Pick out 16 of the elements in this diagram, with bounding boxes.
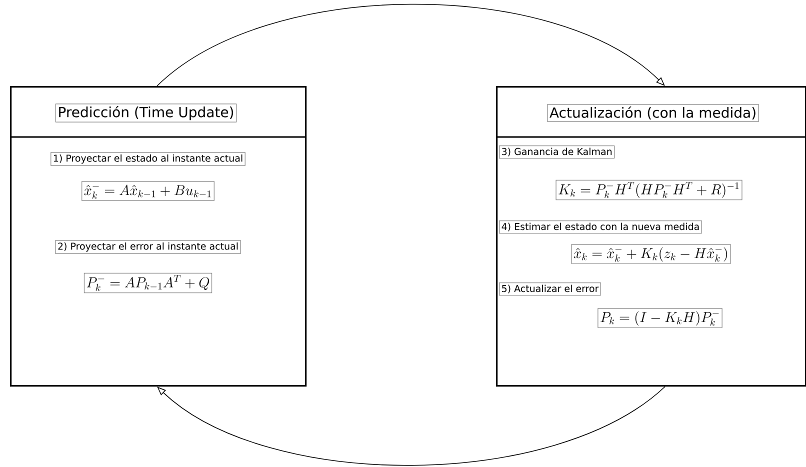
formula-box: $\hat{x}_k = \hat{x}_k^- + K_k(z_k - H\hat{x}_k^-)$ — [571, 244, 731, 264]
formula-box: $P_k^- = AP_{k-1}A^T + Q$ — [84, 272, 212, 294]
step-label: 4) Estimar el estado con la nueva medida — [499, 220, 702, 234]
panel-box — [10, 86, 307, 387]
step-label: 3) Ganancia de Kalman — [499, 145, 615, 159]
curved-arrow — [157, 386, 666, 466]
curved-arrow — [156, 4, 665, 86]
formula-box: $K_k = P_k^- H^T (HP_k^- H^T + R)^{-1}$ — [556, 180, 742, 200]
step-label: 1) Proyectar el estado al instante actual — [50, 152, 246, 166]
formula-box: $P_k = (I - K_kH)P_k^-$ — [598, 308, 722, 328]
step-label: 5) Actualizar el error — [499, 282, 602, 296]
formula-box: $\hat{x}_k^- = A\hat{x}_{k-1} + Bu_{k-1}$ — [82, 181, 214, 201]
heading-box: Predicción (Time Update) — [55, 104, 237, 122]
heading-box: Actualización (con la medida) — [547, 104, 759, 122]
step-label: 2) Proyectar el error al instante actual — [55, 240, 241, 254]
panel-box — [496, 86, 806, 387]
